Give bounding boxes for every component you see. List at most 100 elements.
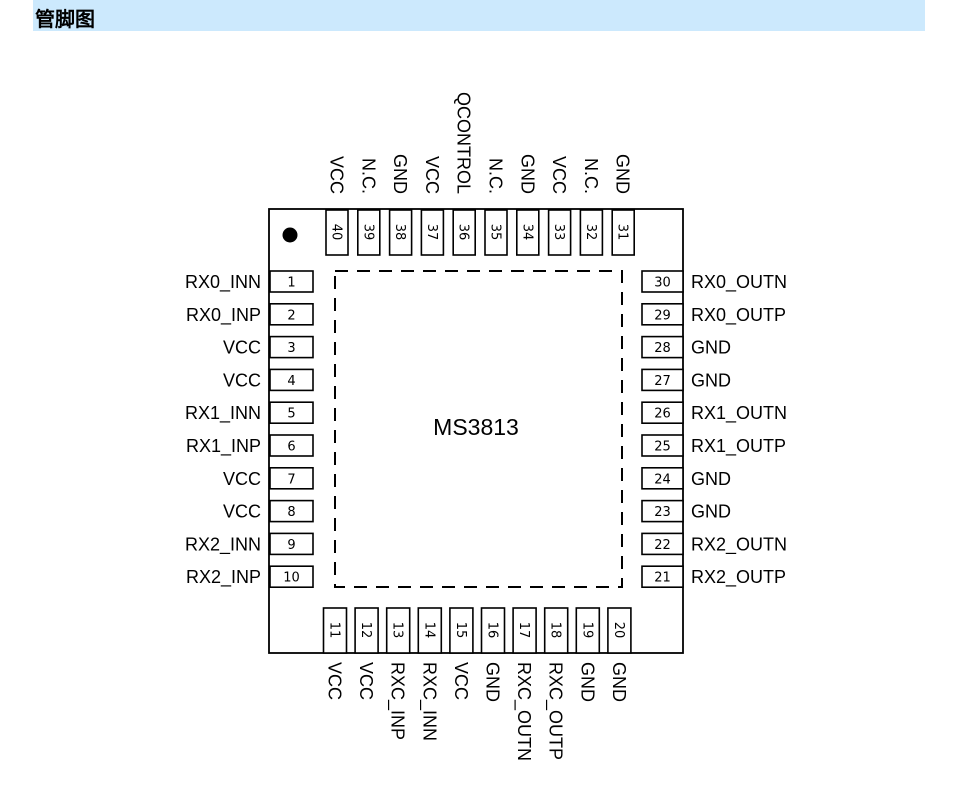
pin-number: 29 — [654, 308, 671, 323]
pin-pad — [385, 607, 411, 654]
pin1-marker-dot-icon — [282, 227, 298, 243]
pin-number: 24 — [654, 472, 671, 487]
pin-label: VCC — [325, 662, 345, 700]
pin-label: RX2_INN — [185, 534, 261, 555]
pin-label: VCC — [223, 502, 261, 522]
pin-number: 23 — [654, 505, 671, 520]
pin-label: RX0_INP — [186, 305, 261, 326]
pin-9: 9 RX2_INN — [185, 532, 314, 556]
pin-label: GND — [517, 154, 537, 194]
pin-pad — [325, 209, 349, 256]
pin-label: GND — [609, 662, 629, 702]
pin-number: 22 — [654, 538, 671, 553]
pin-number: 3 — [287, 341, 295, 356]
pin-pad — [269, 302, 314, 326]
pin-2: 2 RX0_INP — [186, 302, 314, 326]
pin-4: 4 VCC — [223, 368, 314, 392]
pin-layer: 1RX0_INN2RX0_INP3VCC4VCC5RX1_INN6RX1_INP… — [185, 92, 787, 761]
pin-27: 27 GND — [641, 368, 731, 392]
pin-number: 34 — [519, 224, 534, 241]
pin-pad — [484, 209, 508, 256]
pin-number: 4 — [287, 374, 295, 389]
pin-pad — [641, 302, 684, 326]
pin-number: 26 — [654, 407, 671, 422]
pin-number: 16 — [485, 622, 500, 639]
pin-number: 27 — [654, 374, 671, 389]
pin-number: 32 — [583, 224, 598, 241]
pin-pad — [420, 209, 445, 256]
pin-pad — [607, 607, 632, 654]
pin-label: VCC — [327, 156, 347, 194]
pin-number: 19 — [579, 622, 594, 639]
pin-label: RXC_INN — [418, 662, 439, 741]
pin-label: RXC_OUTN — [513, 662, 534, 761]
pin-label: N.C. — [358, 158, 378, 194]
pin-number: 38 — [392, 224, 407, 241]
pin-22: 22 RX2_OUTN — [641, 532, 787, 556]
pin-label: N.C. — [581, 158, 601, 194]
pin-pad — [611, 209, 636, 256]
pin-pad — [543, 607, 569, 654]
pin-label: RX1_INP — [186, 436, 261, 457]
pin-label: VCC — [223, 370, 261, 390]
pin-number: 37 — [424, 224, 439, 241]
pin-label: RX2_OUTN — [691, 534, 787, 555]
pin-number: 10 — [283, 571, 300, 586]
pin-pad — [641, 270, 684, 293]
pin-number: 30 — [654, 276, 671, 291]
pin-pad — [641, 434, 684, 457]
pin-pad — [269, 466, 314, 490]
pin-pad — [641, 532, 684, 556]
chip-name: MS3813 — [433, 414, 519, 440]
pin-label: GND — [390, 154, 410, 194]
pin-35: 35N.C. — [484, 158, 508, 256]
pin-pad — [547, 209, 572, 256]
pin-pad — [449, 607, 474, 654]
pin-26: 26 RX1_OUTN — [641, 401, 787, 425]
pin-label: GND — [577, 662, 597, 702]
pin-number: 2 — [287, 308, 295, 323]
pin-number: 25 — [654, 440, 671, 455]
pin-pad — [641, 565, 684, 589]
pin-number: 9 — [287, 538, 295, 553]
pin-label: GND — [691, 469, 731, 489]
pin-pad — [269, 401, 314, 425]
pin-label: GND — [691, 370, 731, 390]
pin-label: GND — [483, 662, 503, 702]
section-title: 管脚图 — [35, 7, 95, 31]
pin-pad — [575, 607, 601, 654]
pin-label: RXC_OUTP — [545, 662, 566, 760]
pin-label: RX2_INP — [186, 567, 261, 588]
pin-pad — [269, 368, 314, 392]
pin-pad — [480, 607, 506, 654]
pin-10: 10 RX2_INP — [186, 565, 314, 588]
pin-label: RX0_INN — [185, 272, 261, 293]
pin-pad — [269, 434, 314, 457]
pin-number: 5 — [287, 407, 295, 422]
pin-34: 34 GND — [515, 154, 540, 256]
pin-pad — [269, 532, 314, 556]
package-outline — [268, 208, 684, 654]
pin-label: RX2_OUTP — [691, 567, 786, 588]
pin-1: 1 RX0_INN — [185, 270, 314, 293]
pin-pad — [641, 499, 684, 523]
pin-label: GND — [691, 338, 731, 358]
pin-label: RX1_OUTN — [691, 403, 787, 424]
pin-label: RXC_INP — [387, 662, 408, 740]
pin-pad — [641, 335, 684, 359]
pin-pad — [641, 401, 684, 425]
pin-number: 14 — [421, 622, 436, 639]
pin-number: 40 — [329, 224, 344, 241]
pin-number: 1 — [287, 276, 295, 291]
